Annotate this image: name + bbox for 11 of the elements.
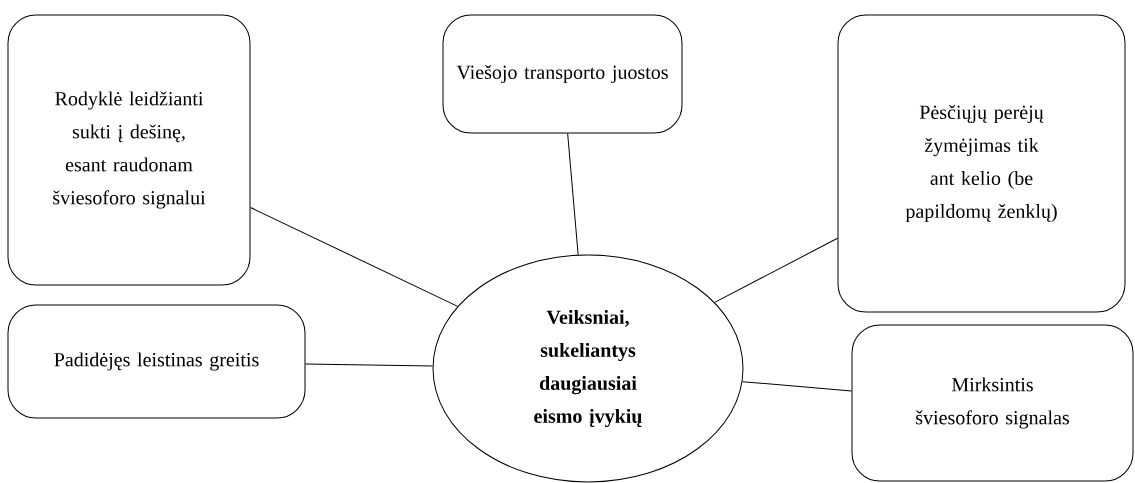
connector-line	[250, 207, 459, 307]
rounded-box: Padidėjęs leistinas greitis	[7, 304, 306, 419]
rounded-box: Pėsčiųjų perėjų žymėjimas tik ant kelio (be papildomų ženklų)	[837, 14, 1126, 313]
rounded-box: Mirksintis šviesoforo signalas	[851, 324, 1134, 482]
rounded-box: Rodyklė leidžianti sukti į dešinę, esant raudonam šviesoforo signalui	[7, 14, 251, 286]
ellipse-node: Veiksniai, sukeliantys daugiausiai eismo įvykių	[432, 254, 744, 483]
connector-line	[305, 363, 434, 367]
rounded-box: Viešojo transporto juostos	[442, 14, 683, 134]
connector-line	[741, 381, 852, 392]
connector-line	[567, 133, 579, 256]
connector-line	[714, 237, 838, 303]
